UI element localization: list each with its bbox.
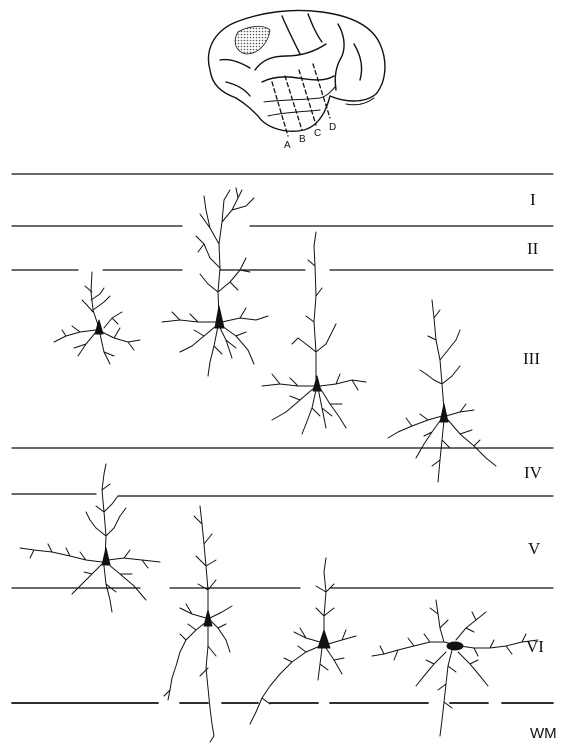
- slice-label-b: B: [299, 134, 306, 145]
- slice-label-c: C: [314, 128, 321, 139]
- layer-label-iii: III: [523, 349, 540, 368]
- layer-label-vi: VI: [526, 637, 544, 656]
- layer-label-iv: IV: [524, 463, 543, 482]
- slice-line-d: [313, 64, 330, 118]
- neuron-2: [162, 188, 268, 376]
- slice-label-a: A: [284, 140, 291, 151]
- slice-line-b: [285, 76, 302, 130]
- neuron-6: [164, 506, 232, 742]
- layer-label-v: V: [528, 539, 541, 558]
- slice-lines: [272, 64, 330, 136]
- boundary-iv-v: [12, 494, 553, 496]
- neuron-4: [388, 300, 496, 482]
- slice-line-c: [299, 70, 316, 125]
- layer-label-i: I: [530, 190, 536, 209]
- white-matter-label: WM: [530, 725, 557, 742]
- layer-label-ii: II: [527, 239, 539, 258]
- neuron-1: [54, 272, 140, 364]
- neuron-7: [250, 558, 356, 724]
- neuron-8: [372, 600, 538, 736]
- neuron-5: [20, 464, 160, 612]
- neuron-3: [262, 232, 366, 434]
- slice-label-d: D: [329, 122, 336, 133]
